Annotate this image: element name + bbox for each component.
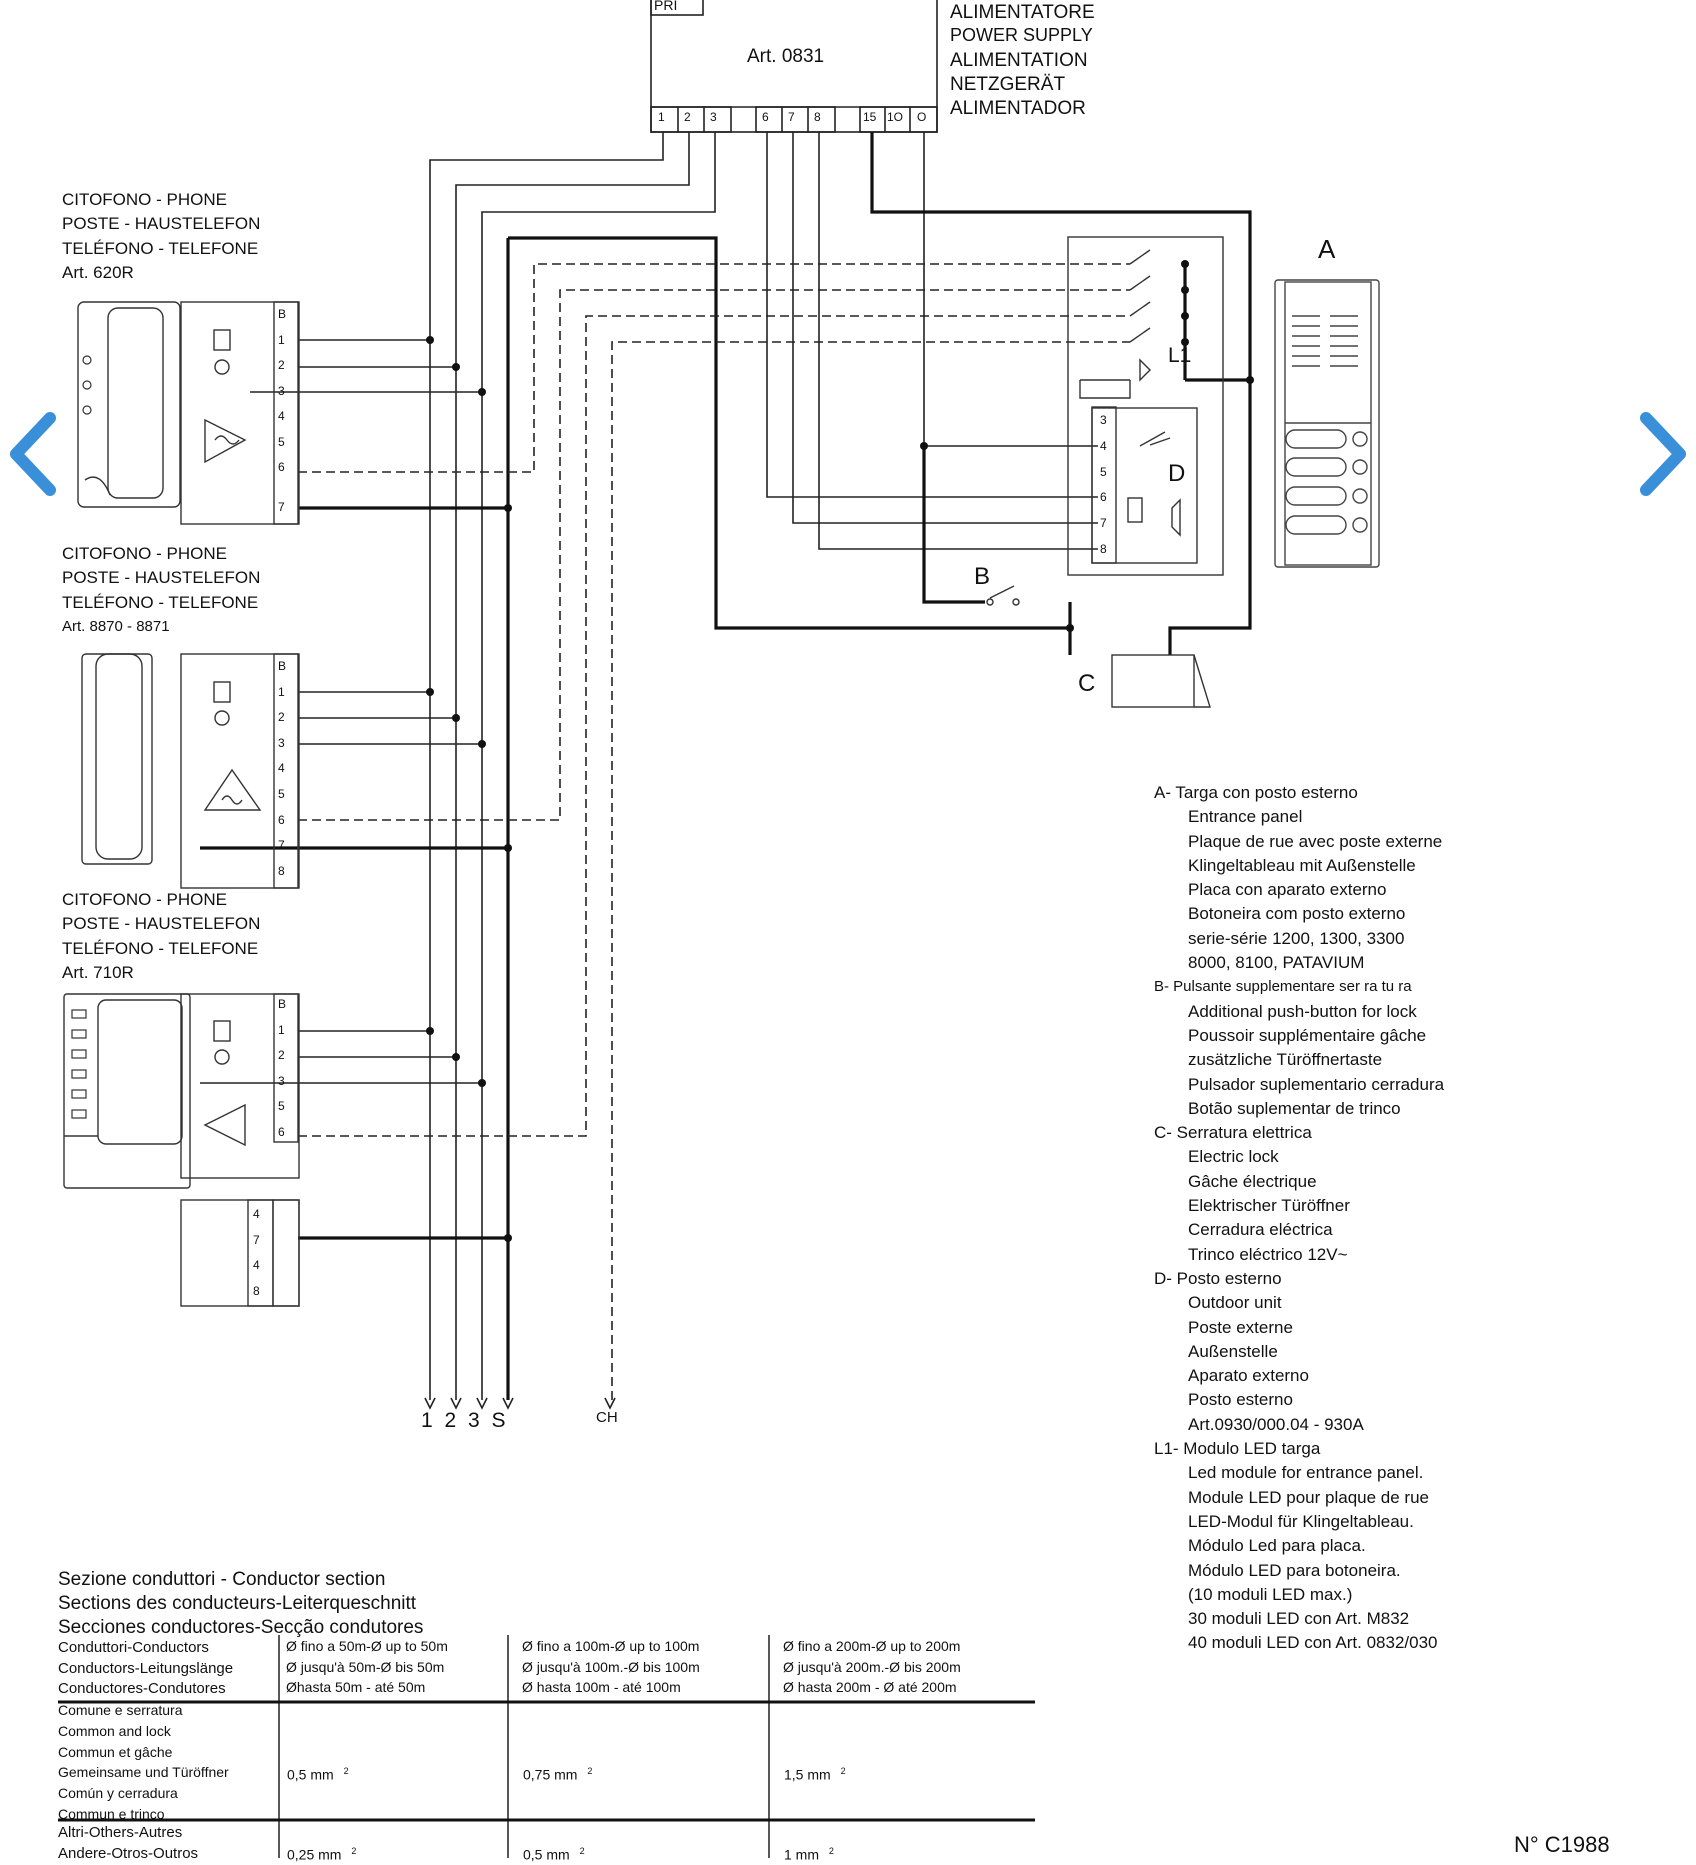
label-b: B <box>974 563 991 590</box>
row1-value-3: 1,5 mm 2 <box>784 1766 846 1783</box>
ps-terminal: 1 <box>658 110 665 124</box>
label-a: A <box>1318 234 1336 264</box>
label-d: D <box>1168 460 1186 487</box>
ps-terminal: 1O <box>887 110 904 124</box>
ps-terminal: O <box>917 110 927 124</box>
ps-terminal: 7 <box>788 110 795 124</box>
row2-value-1: 0,25 mm 2 <box>287 1846 357 1863</box>
output-terminals-label: 1 2 3 S <box>421 1409 509 1432</box>
chevron-right-icon <box>1640 412 1686 496</box>
legend-a: A- Targa con posto esterno Entrance pane… <box>1154 783 1443 973</box>
document-number: N° C1988 <box>1514 1832 1610 1857</box>
row1-value-2: 0,75 mm 2 <box>523 1766 593 1783</box>
phone-620r-drawing <box>77 301 300 525</box>
row2-value-3: 1 mm 2 <box>784 1846 834 1863</box>
legend-l1: L1- Modulo LED targa Led module for entr… <box>1154 1439 1438 1653</box>
previous-arrow-button[interactable] <box>0 404 64 504</box>
power-supply-name-0: ALIMENTATORE <box>950 2 1095 23</box>
ps-terminal: 8 <box>814 110 821 124</box>
ps-terminal: 6 <box>762 110 769 124</box>
electric-lock-drawing <box>1111 654 1211 708</box>
label-l1: L1 <box>1168 344 1192 367</box>
next-arrow-button[interactable] <box>1632 404 1696 504</box>
power-supply-name-2: ALIMENTATION <box>950 50 1088 71</box>
power-supply-name-4: ALIMENTADOR <box>950 98 1086 119</box>
junction-dots <box>426 260 1254 1242</box>
ps-terminal: 3 <box>710 110 717 124</box>
label-c: C <box>1078 670 1096 697</box>
power-supply-name-1: POWER SUPPLY <box>950 25 1093 45</box>
ps-terminal: 2 <box>684 110 691 124</box>
outdoor-unit-drawing <box>1067 236 1224 576</box>
chevron-left-icon <box>10 412 56 496</box>
power-supply-name-3: NETZGERÄT <box>950 74 1066 95</box>
ps-terminal: 15 <box>863 110 877 124</box>
legend-b: B- Pulsante supplementare ser ra tu ra A… <box>1154 978 1445 1118</box>
power-supply-art: Art. 0831 <box>747 46 825 67</box>
pri-label: PRI <box>654 0 678 13</box>
output-ch-label: CH <box>596 1409 618 1426</box>
row2-value-2: 0,5 mm 2 <box>523 1846 585 1863</box>
phone-710r-drawing <box>63 993 300 1307</box>
entrance-panel-drawing <box>1274 279 1380 568</box>
row1-value-1: 0,5 mm 2 <box>287 1766 349 1783</box>
legend: A- Targa con posto esterno Entrance pane… <box>1154 781 1444 1656</box>
push-button-drawing <box>986 585 1020 606</box>
phone-8870-drawing <box>81 653 300 889</box>
